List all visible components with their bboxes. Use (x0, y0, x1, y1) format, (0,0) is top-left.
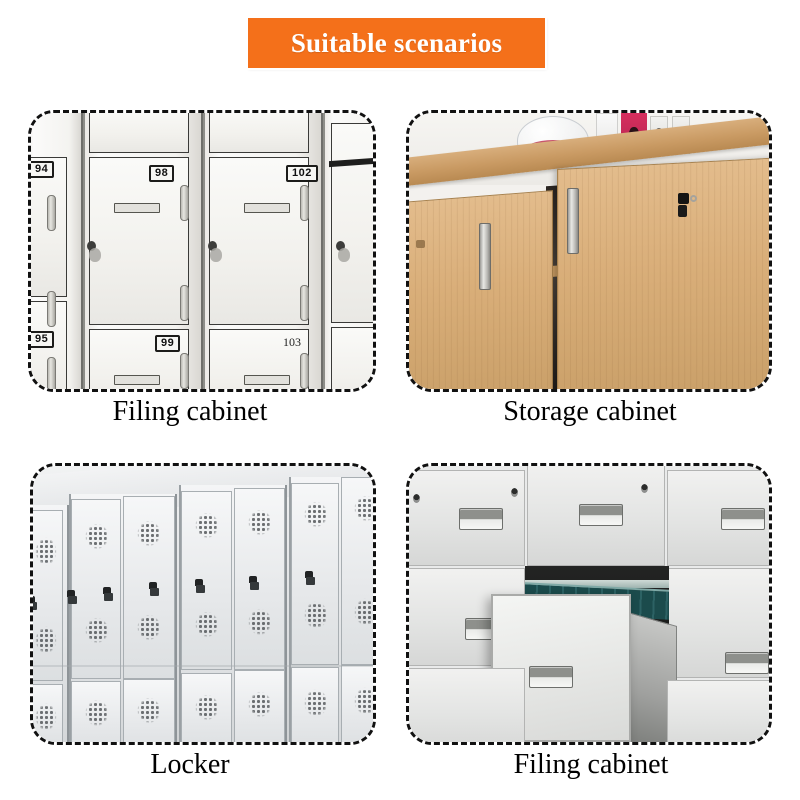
drawer-keyhole (413, 494, 420, 503)
locker-lock (249, 576, 259, 591)
locker-lock (33, 595, 37, 610)
locker-number-98: 98 (149, 165, 175, 182)
locker-number-103: 103 (283, 335, 301, 349)
caption-storage-cabinet: Storage cabinet (503, 396, 677, 427)
locker-lock (149, 581, 159, 596)
caption-locker: Locker (150, 749, 230, 780)
caption-filing-cabinet-bottom: Filing cabinet (513, 749, 669, 780)
photo-frame-dashed (30, 463, 376, 745)
caption-filing-cabinet-top: Filing cabinet (112, 396, 268, 427)
drawer-handle (725, 652, 769, 674)
locker-number-94: 94 (31, 161, 55, 178)
photo-frame-dashed: 94 95 98 99 (28, 110, 376, 392)
drawer-handle (459, 508, 503, 530)
door-key-lock (675, 193, 698, 219)
photo-frame-dashed (406, 463, 772, 745)
locker-number-102: 102 (286, 165, 318, 182)
drawer-keyhole (641, 484, 648, 493)
locker-lock-98 (86, 241, 102, 263)
locker-lock-partial (335, 241, 351, 263)
open-drawer-handle (529, 666, 573, 688)
locker-lock (103, 587, 113, 602)
photo-grey-lockers (33, 466, 373, 742)
header-banner: Suitable scenarios (248, 18, 545, 68)
door-handle-right (567, 187, 580, 254)
scenario-cell-locker (30, 463, 376, 745)
drawer-keyhole (511, 488, 518, 497)
scenario-cell-storage-cabinet (406, 110, 772, 392)
scenario-grid: 94 95 98 99 (0, 88, 800, 800)
door-lock-left (416, 239, 426, 248)
locker-lock (67, 590, 77, 605)
page-title: Suitable scenarios (290, 27, 503, 58)
hanging-file-rails (525, 580, 669, 588)
locker-number-95: 95 (31, 331, 55, 348)
photo-filing-cabinet-open-drawer (409, 466, 769, 742)
door-handle-left (479, 223, 492, 290)
photo-wooden-storage-cabinet (409, 113, 769, 389)
locker-lock-102 (207, 241, 223, 263)
photo-white-lockers: 94 95 98 99 (31, 113, 373, 389)
scenario-cell-filing-cabinet-top: 94 95 98 99 (28, 110, 376, 392)
locker-lock (195, 579, 205, 594)
locker-number-99: 99 (155, 335, 181, 352)
drawer-handle (721, 508, 765, 530)
sliding-door-right (556, 156, 769, 389)
key-ring-icon (690, 195, 698, 203)
photo-frame-dashed (406, 110, 772, 392)
scenario-cell-filing-cabinet-bottom (406, 463, 772, 745)
locker-lock (305, 570, 315, 585)
drawer-handle (579, 504, 623, 526)
